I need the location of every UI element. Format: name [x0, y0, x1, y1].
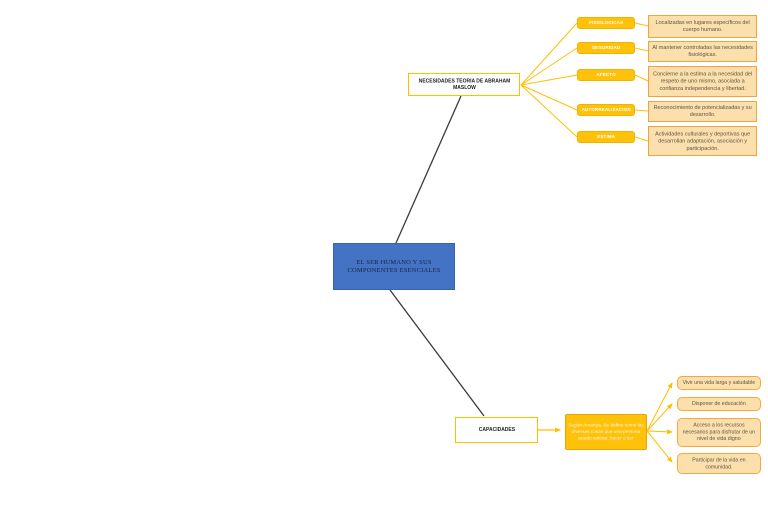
pill-label: SEGURIDAD	[591, 45, 621, 51]
pill-label: FISIOLOGICAS	[588, 20, 624, 26]
branch-line	[634, 74, 649, 82]
desc-text: Al mantener controladas las necesidades …	[652, 44, 753, 58]
branch-line	[520, 74, 578, 86]
desc-fisiologicas[interactable]: Localizadas en lugares específicos del c…	[648, 15, 757, 38]
central-topic-label: EL SER HUMANO Y SUS COMPONENTES ESENCIAL…	[347, 258, 441, 274]
branch-line	[634, 22, 649, 27]
desc-autorrealizacion[interactable]: Reconocimiento de potencializadas y su d…	[648, 101, 757, 122]
maslow-branch-node[interactable]: NECESIDADES TEORIA DE ABRAHAM MASLOW	[408, 73, 520, 96]
pill-afecto[interactable]: AFECTO	[577, 69, 635, 81]
capability-text: Participar de la vida en comunidad.	[692, 456, 746, 470]
capability-item-educacion[interactable]: Disponer de educación	[677, 397, 761, 411]
capability-text: Acceso a los recursos necesarios para di…	[682, 422, 756, 442]
desc-estima[interactable]: Actividades culturales y deportivas que …	[648, 126, 757, 156]
desc-text: Reconocimiento de potencializadas y su d…	[653, 104, 752, 118]
capacidades-branch-label: CAPACIDADES	[478, 426, 515, 433]
pill-fisiologicas[interactable]: FISIOLOGICAS	[577, 17, 635, 29]
branch-line	[646, 429, 673, 435]
pill-label: ESTIMA	[597, 134, 615, 140]
branch-line	[520, 22, 578, 86]
branch-line	[520, 84, 578, 138]
branch-line	[634, 47, 649, 52]
pill-estima[interactable]: ESTIMA	[577, 131, 635, 143]
capability-text: Disponer de educación	[692, 400, 746, 407]
branch-line	[520, 47, 578, 86]
desc-text: Actividades culturales y deportivas que …	[654, 130, 751, 152]
capability-item-recursos[interactable]: Acceso a los recursos necesarios para di…	[677, 418, 761, 447]
desc-afecto[interactable]: Concierne a la estima a la necesidad del…	[648, 66, 757, 97]
capacidades-definition-node[interactable]: Según Amartya, Se define como las divers…	[565, 414, 647, 450]
pill-label: AFECTO	[596, 72, 616, 78]
capability-item-comunidad[interactable]: Participar de la vida en comunidad.	[677, 453, 761, 474]
branch-line	[634, 109, 649, 112]
branch-line	[634, 136, 649, 142]
capability-text: Vivir una vida larga y saludable	[682, 379, 756, 386]
trunk-line-maslow	[395, 95, 462, 244]
pill-seguridad[interactable]: SEGURIDAD	[577, 42, 635, 54]
capability-item-vida[interactable]: Vivir una vida larga y saludable	[677, 376, 761, 390]
desc-text: Concierne a la estima a la necesidad del…	[652, 71, 753, 92]
branch-line	[520, 84, 578, 111]
trunk-line-capacidades	[389, 289, 485, 417]
central-topic-node[interactable]: EL SER HUMANO Y SUS COMPONENTES ESENCIAL…	[333, 243, 455, 290]
desc-text: Localizadas en lugares específicos del c…	[655, 19, 750, 33]
branch-line	[646, 430, 673, 463]
pill-label: AUTORREALIZACION	[581, 107, 631, 113]
branch-line	[646, 403, 673, 432]
desc-seguridad[interactable]: Al mantener controladas las necesidades …	[648, 41, 757, 62]
maslow-branch-label: NECESIDADES TEORIA DE ABRAHAM MASLOW	[418, 78, 510, 90]
capacidades-definition-text: Según Amartya, Se define como las divers…	[568, 422, 644, 441]
branch-line	[646, 382, 673, 432]
pill-autorrealizacion[interactable]: AUTORREALIZACION	[577, 104, 635, 116]
capacidades-branch-node[interactable]: CAPACIDADES	[455, 417, 538, 443]
